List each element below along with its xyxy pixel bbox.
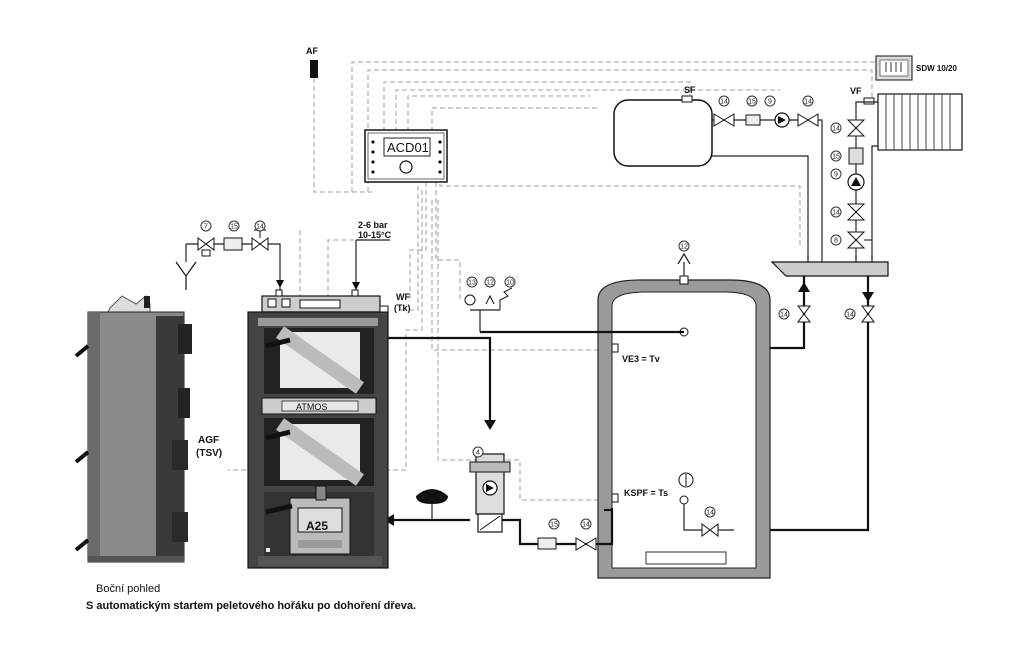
- svg-text:14: 14: [832, 210, 840, 217]
- radiator: VF: [850, 86, 963, 151]
- svg-text:13: 13: [468, 280, 476, 287]
- svg-text:14: 14: [780, 312, 788, 319]
- svg-text:14: 14: [582, 522, 590, 529]
- svg-text:12: 12: [486, 280, 494, 287]
- svg-text:AF: AF: [306, 46, 318, 56]
- boiler-front: ATMOS A25 WF (Tk): [247, 289, 411, 569]
- svg-text:SF: SF: [684, 85, 696, 95]
- svg-text:(Tk): (Tk): [394, 303, 411, 313]
- svg-text:10-15°C: 10-15°C: [358, 230, 392, 240]
- svg-text:14: 14: [256, 224, 264, 231]
- boiler-loop-pipes: 15 14: [384, 330, 684, 551]
- svg-text:14: 14: [706, 510, 714, 517]
- sf-line-components: 14 15 9 14: [713, 95, 819, 128]
- heating-circuit-pipes: 14 15 9 14 8: [830, 101, 878, 262]
- safety-group: 13 12 10: [464, 276, 516, 332]
- svg-text:15: 15: [832, 154, 840, 161]
- svg-text:8: 8: [834, 238, 838, 245]
- sf-dhw-tank: SF: [613, 85, 823, 262]
- svg-text:9: 9: [768, 99, 772, 106]
- svg-text:4: 4: [476, 450, 480, 457]
- sdw-room-unit: SDW 10/20: [875, 55, 957, 81]
- svg-text:(TSV): (TSV): [196, 448, 222, 459]
- svg-text:A25: A25: [306, 519, 328, 533]
- svg-text:15: 15: [550, 522, 558, 529]
- acd01-controller: ACD01: [364, 129, 448, 183]
- svg-text:14: 14: [846, 312, 854, 319]
- svg-text:AGF: AGF: [198, 435, 219, 446]
- pressure-label: 2-6 bar 10-15°C: [352, 220, 392, 294]
- cooling-loop: 7 15 14: [175, 220, 284, 292]
- svg-text:15: 15: [230, 224, 238, 231]
- svg-text:ACD01: ACD01: [387, 140, 429, 155]
- svg-text:15: 15: [748, 99, 756, 106]
- loading-unit: 4: [469, 446, 511, 533]
- svg-text:9: 9: [834, 172, 838, 179]
- svg-text:KSPF = Ts: KSPF = Ts: [624, 488, 668, 498]
- svg-text:SDW 10/20: SDW 10/20: [916, 64, 957, 73]
- svg-text:2-6 bar: 2-6 bar: [358, 220, 388, 230]
- af-sensor: AF: [306, 46, 318, 78]
- svg-text:VF: VF: [850, 86, 862, 96]
- svg-text:14: 14: [720, 99, 728, 106]
- svg-text:VE3 = Tv: VE3 = Tv: [622, 354, 660, 364]
- svg-text:WF: WF: [396, 292, 410, 302]
- diagram-caption: S automatickým startem peletového hořáku…: [86, 600, 416, 612]
- accumulation-tank: 12 VE3 = Tv KSPF = Ts 14: [597, 240, 771, 579]
- svg-text:7: 7: [204, 224, 208, 231]
- control-wiring: [228, 61, 880, 501]
- side-view-caption: Boční pohled: [96, 583, 160, 595]
- svg-text:ATMOS: ATMOS: [296, 402, 327, 412]
- svg-text:14: 14: [804, 99, 812, 106]
- svg-text:14: 14: [832, 126, 840, 133]
- svg-text:10: 10: [506, 280, 514, 287]
- svg-text:12: 12: [680, 244, 688, 251]
- boiler-side-view: AGF (TSV): [74, 295, 222, 563]
- distributor-manifold: [770, 261, 889, 277]
